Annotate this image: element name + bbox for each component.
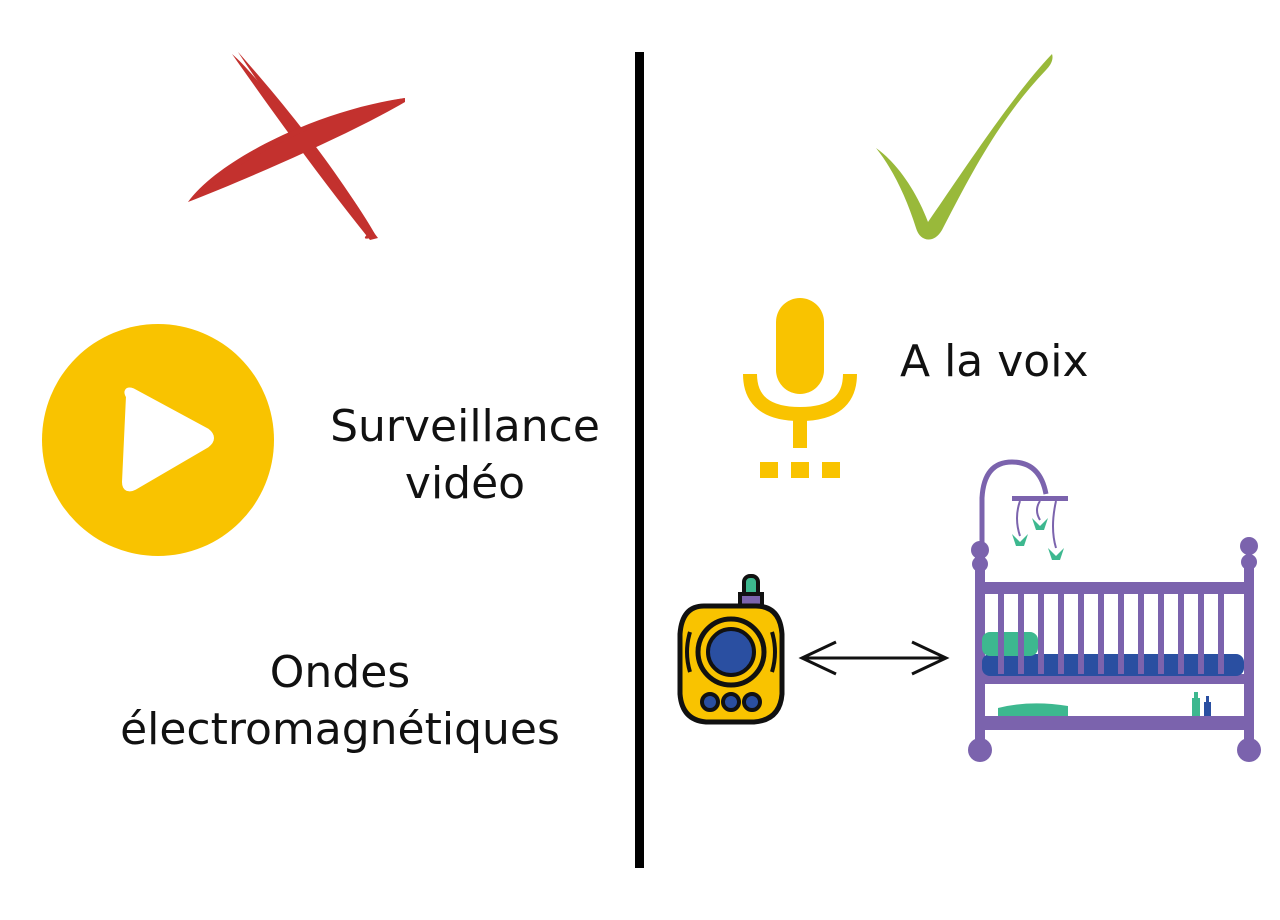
video-label-line2: vidéo [404, 458, 526, 510]
cross-icon [188, 52, 405, 240]
check-icon [876, 54, 1053, 240]
column-divider [635, 52, 644, 868]
crib-icon [968, 459, 1261, 762]
electromagnetic-waves-label: Ondes électromagnétiques [70, 644, 610, 758]
video-label-line1: Surveillance [330, 401, 600, 452]
waves-label-line2: électromagnétiques [120, 704, 560, 756]
double-arrow-icon [798, 640, 950, 676]
voice-label: A la voix [900, 336, 1089, 387]
play-icon [42, 324, 274, 556]
baby-monitor-icon [677, 574, 785, 725]
video-surveillance-label: Surveillance vidéo [300, 398, 630, 512]
microphone-icon [743, 298, 857, 478]
waves-label-line1: Ondes [269, 647, 411, 698]
